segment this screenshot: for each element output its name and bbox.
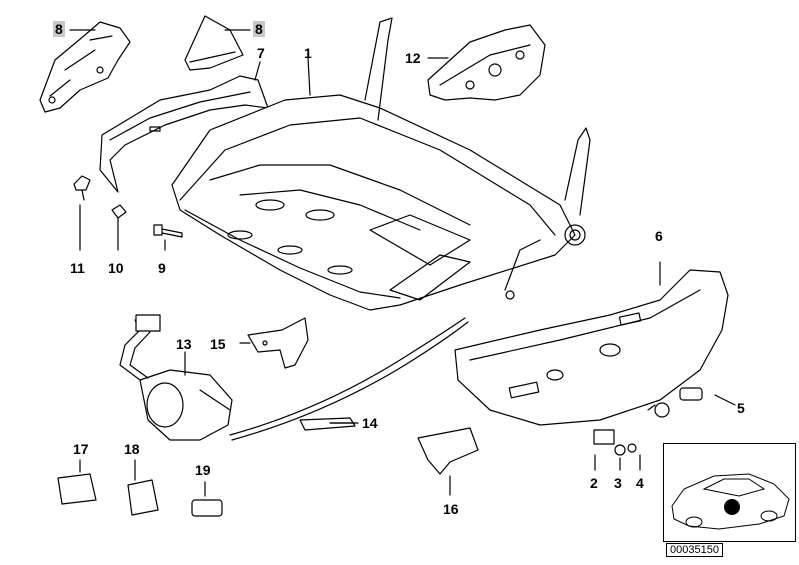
part-10-screw — [111, 204, 127, 251]
part-16-plate — [417, 427, 479, 496]
part-6-side-panel — [454, 261, 729, 426]
callout-label-11[interactable]: 11 — [70, 260, 85, 276]
part-19-clip — [191, 481, 223, 517]
part-17-clip — [57, 459, 97, 505]
parts-2-3-4-switches — [593, 429, 641, 471]
callout-label-3[interactable]: 3 — [614, 475, 622, 491]
callout-label-2[interactable]: 2 — [590, 475, 598, 491]
part-7-trim-strip — [99, 75, 269, 193]
part-11-screw — [73, 175, 91, 251]
callout-label-12[interactable]: 12 — [405, 50, 421, 66]
callout-label-14[interactable]: 14 — [362, 415, 378, 431]
part-12-adjuster-mechanism — [427, 24, 546, 101]
part-8-rail-cover-left — [39, 21, 131, 113]
car-outline-icon — [671, 473, 790, 530]
callout-label-8[interactable]: 8 — [253, 21, 265, 37]
callout-label-18[interactable]: 18 — [124, 441, 140, 457]
callout-label-8[interactable]: 8 — [53, 21, 65, 37]
callout-label-13[interactable]: 13 — [176, 336, 192, 352]
part-14-cable — [229, 317, 469, 441]
callout-label-9[interactable]: 9 — [158, 260, 166, 276]
part-13-motor — [119, 314, 233, 441]
callout-label-10[interactable]: 10 — [108, 260, 124, 276]
callout-label-1[interactable]: 1 — [304, 45, 312, 61]
part-1-seat-frame — [171, 17, 591, 311]
part-15-bracket — [239, 317, 309, 369]
callout-label-6[interactable]: 6 — [655, 228, 663, 244]
callout-label-15[interactable]: 15 — [210, 336, 226, 352]
part-5-cap — [647, 387, 736, 418]
callout-label-16[interactable]: 16 — [443, 501, 459, 517]
callout-label-4[interactable]: 4 — [636, 475, 644, 491]
callout-label-17[interactable]: 17 — [73, 441, 89, 457]
callout-label-7[interactable]: 7 — [257, 45, 265, 61]
vehicle-location-inset — [663, 443, 796, 542]
callout-label-19[interactable]: 19 — [195, 462, 211, 478]
part-18-clip — [127, 459, 159, 516]
callout-label-5[interactable]: 5 — [737, 400, 745, 416]
leader-lines — [69, 29, 449, 424]
part-9-bolt — [153, 224, 183, 251]
part-8-rail-cover-right — [184, 15, 244, 71]
diagram-reference-number: 00035150 — [666, 543, 723, 557]
